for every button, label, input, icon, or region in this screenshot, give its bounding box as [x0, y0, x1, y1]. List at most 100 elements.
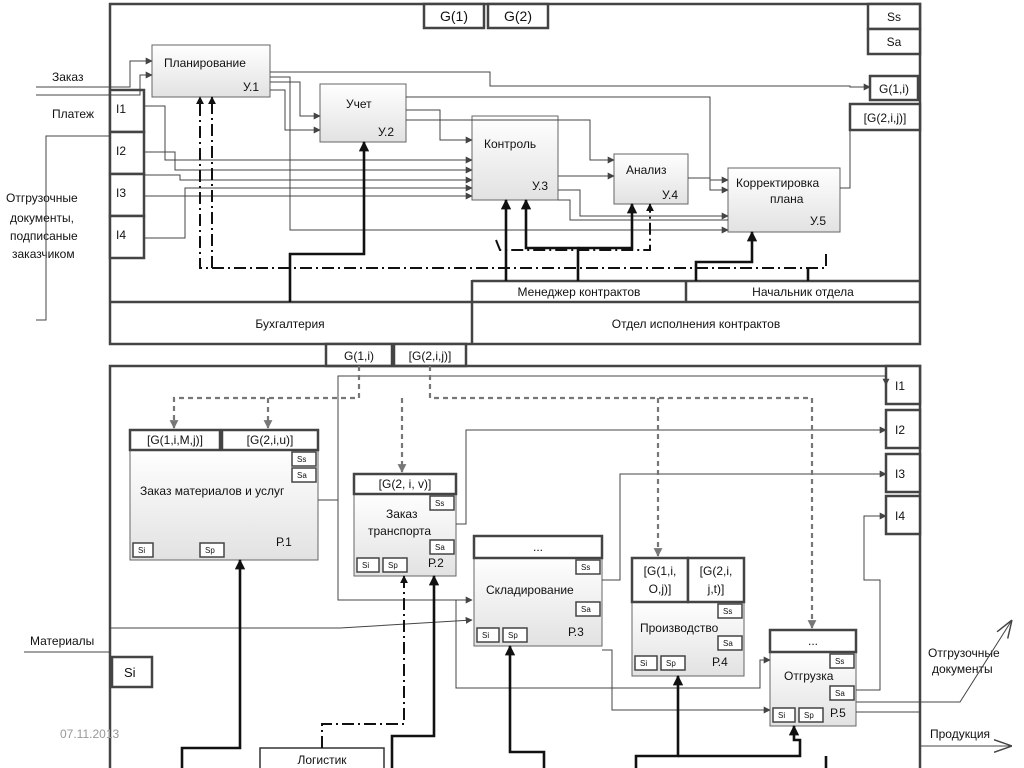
svg-text:заказчиком: заказчиком — [12, 247, 75, 261]
svg-text:O,j)]: O,j)] — [649, 582, 672, 596]
svg-text:Ss: Ss — [835, 657, 844, 666]
top-i4-box: I4 — [108, 214, 146, 260]
process-p2-transport: [G(2, i, v)] Ss Заказ транспорта Sa Si S… — [352, 472, 458, 577]
svg-text:Планирование: Планирование — [164, 56, 246, 70]
link-g1i: G(1,i) — [324, 342, 394, 368]
unit-plan-correction: Корректировка плана У.5 — [727, 167, 841, 233]
svg-text:Заказ материалов и услуг: Заказ материалов и услуг — [140, 484, 285, 498]
header-g2: G(2) — [486, 2, 550, 30]
svg-text:G(1,i): G(1,i) — [344, 349, 374, 363]
slide-date: 07.11.2013 — [60, 727, 119, 741]
logistics-box: Логистик — [259, 747, 385, 768]
bottom-i1-box: I1 — [884, 364, 922, 406]
svg-text:Заказ: Заказ — [386, 507, 418, 521]
svg-text:Р.1: Р.1 — [276, 535, 292, 549]
svg-text:I4: I4 — [895, 509, 905, 523]
header-g1: G(1) — [422, 2, 486, 30]
svg-text:G(1,i): G(1,i) — [879, 82, 909, 96]
svg-text:Р.2: Р.2 — [428, 556, 444, 570]
svg-text:Р.5: Р.5 — [830, 706, 846, 720]
svg-text:плана: плана — [770, 192, 804, 206]
top-sa-box: Sa — [866, 27, 922, 56]
svg-text:У.2: У.2 — [378, 125, 394, 139]
materials-label: Материалы — [30, 634, 94, 648]
svg-text:Контроль: Контроль — [484, 137, 536, 151]
svg-text:Si: Si — [138, 546, 145, 555]
svg-text:Si: Si — [362, 561, 369, 570]
process-p5-shipping: ... Ss Отгрузка Sa Si Sp Р.5 — [768, 628, 858, 727]
svg-text:I2: I2 — [895, 423, 905, 437]
svg-text:Sp: Sp — [388, 561, 398, 570]
svg-text:Отгрузка: Отгрузка — [784, 669, 834, 683]
bottom-frame — [108, 364, 922, 768]
unit-planning: Планирование У.1 — [151, 44, 271, 98]
svg-text:[G(2,i,: [G(2,i, — [700, 564, 733, 578]
svg-text:Анализ: Анализ — [626, 163, 667, 177]
bottom-i4-box: I4 — [884, 494, 922, 536]
svg-text:I2: I2 — [116, 144, 126, 158]
svg-text:Sp: Sp — [205, 546, 215, 555]
svg-text:I1: I1 — [895, 379, 905, 393]
svg-text:Sa: Sa — [297, 471, 307, 480]
svg-text:[G(1,i,: [G(1,i, — [644, 564, 677, 578]
role-dept-head: Начальник отдела — [752, 285, 854, 299]
svg-text:транспорта: транспорта — [368, 524, 431, 538]
top-ss-box: Ss — [866, 2, 922, 31]
svg-text:Si: Si — [778, 711, 785, 720]
svg-text:Отгрузочные: Отгрузочные — [6, 191, 78, 205]
svg-text:[G(2,i,j)]: [G(2,i,j)] — [864, 111, 907, 125]
svg-text:Ss: Ss — [435, 499, 444, 508]
bottom-i3-box: I3 — [884, 452, 922, 494]
svg-text:Р.4: Р.4 — [712, 655, 728, 669]
role-contract-manager: Менеджер контрактов — [518, 285, 641, 299]
svg-text:Ss: Ss — [887, 10, 901, 24]
bottom-si-box: Si — [110, 655, 154, 689]
bottom-i2-box: I2 — [884, 408, 922, 450]
svg-text:[G(2,i,u)]: [G(2,i,u)] — [247, 433, 294, 447]
svg-text:Sa: Sa — [835, 689, 845, 698]
input-order-label: Заказ — [52, 70, 84, 84]
svg-text:Sp: Sp — [666, 659, 676, 668]
svg-text:Отгрузочные: Отгрузочные — [928, 646, 1000, 660]
svg-text:У.5: У.5 — [810, 214, 826, 228]
svg-text:Р.3: Р.3 — [568, 625, 584, 639]
dept-accounting: Бухгалтерия — [255, 317, 324, 331]
output-docs-arrow — [856, 620, 1012, 703]
svg-text:Складирование: Складирование — [486, 583, 574, 597]
svg-text:У.4: У.4 — [662, 188, 678, 202]
svg-text:Производство: Производство — [640, 621, 719, 635]
process-p1-order-materials: [G(1,i,M,j)] [G(2,i,u)] Ss Sa Заказ мате… — [128, 428, 320, 561]
svg-text:Sa: Sa — [581, 605, 591, 614]
svg-text:Si: Si — [124, 665, 136, 680]
output-docs-label: Отгрузочные документы — [928, 646, 1000, 676]
svg-text:документы,: документы, — [10, 211, 74, 225]
unit-control: Контроль У.3 — [471, 115, 559, 201]
svg-text:Sa: Sa — [723, 639, 733, 648]
svg-text:У.1: У.1 — [243, 80, 259, 94]
top-i2-box: I2 — [108, 130, 146, 176]
svg-text:Учет: Учет — [346, 97, 372, 111]
svg-text:Sp: Sp — [804, 711, 814, 720]
products-label: Продукция — [930, 727, 990, 741]
svg-text:Sa: Sa — [887, 35, 902, 49]
top-i1-box: I1 — [108, 88, 146, 134]
process-p4-production: [G(1,i, O,j)] [G(2,i, j,t)] Ss Производс… — [630, 556, 746, 677]
svg-text:I1: I1 — [116, 102, 126, 116]
link-g2ij: [G(2,i,j)] — [392, 342, 468, 368]
top-g1i-box: G(1,i) — [868, 74, 920, 102]
svg-text:Корректировка: Корректировка — [736, 176, 820, 190]
svg-text:[G(2,i,j)]: [G(2,i,j)] — [409, 349, 452, 363]
unit-accounting: Учет У.2 — [319, 83, 407, 143]
input-payment-label: Платеж — [52, 107, 94, 121]
svg-text:...: ... — [533, 540, 543, 554]
svg-text:[G(2, i, v)]: [G(2, i, v)] — [379, 477, 432, 491]
dept-contracts: Отдел исполнения контрактов — [612, 317, 780, 331]
svg-text:G(2): G(2) — [504, 8, 532, 24]
svg-text:...: ... — [808, 634, 818, 648]
process-p3-warehousing: ... Ss Складирование Sa Si Sp Р.3 — [472, 534, 604, 647]
svg-text:Ss: Ss — [723, 607, 732, 616]
svg-text:I3: I3 — [895, 467, 905, 481]
svg-text:Sa: Sa — [435, 543, 445, 552]
svg-text:G(1): G(1) — [440, 8, 468, 24]
